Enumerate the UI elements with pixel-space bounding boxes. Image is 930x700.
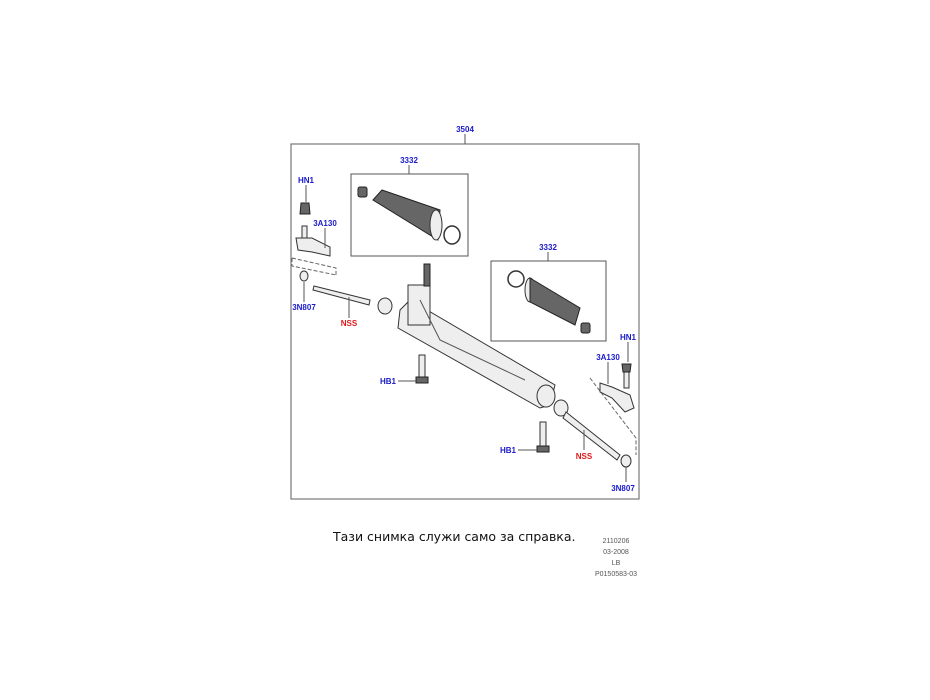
left-nut-label[interactable]: HN1: [298, 176, 315, 185]
caption: Тази снимка служи само за справка.: [333, 529, 576, 544]
left-bolt-label[interactable]: HB1: [380, 377, 397, 386]
left-locknut-label[interactable]: 3N807: [292, 303, 316, 312]
right-nut-label[interactable]: HN1: [620, 333, 637, 342]
left-tie-rod-end: [291, 202, 393, 315]
reference-side: LB: [611, 560, 621, 567]
left-mount-bolt: [415, 354, 429, 384]
boot-kit-right-label[interactable]: 3332: [539, 243, 557, 252]
right-locknut-label[interactable]: 3N807: [611, 484, 635, 493]
reference-code: 2110206: [602, 538, 630, 545]
rack-housing: [397, 263, 556, 409]
boot-right: [507, 270, 591, 334]
right-tie-rod-end-label[interactable]: 3A130: [596, 353, 620, 362]
right-bolt-label[interactable]: HB1: [500, 446, 517, 455]
right-mount-bolt: [536, 421, 550, 453]
right-inner-rod-label[interactable]: NSS: [576, 452, 593, 461]
reference-date: 03-2008: [603, 549, 629, 556]
boot-left: [357, 186, 461, 245]
left-tie-rod-end-label[interactable]: 3A130: [313, 219, 337, 228]
assembly-label[interactable]: 3504: [456, 125, 474, 134]
boot-kit-left-label[interactable]: 3332: [400, 156, 418, 165]
reference-illustration-id: P0150583-03: [594, 571, 638, 578]
right-tie-rod: [553, 363, 637, 468]
left-inner-rod-label[interactable]: NSS: [341, 319, 358, 328]
